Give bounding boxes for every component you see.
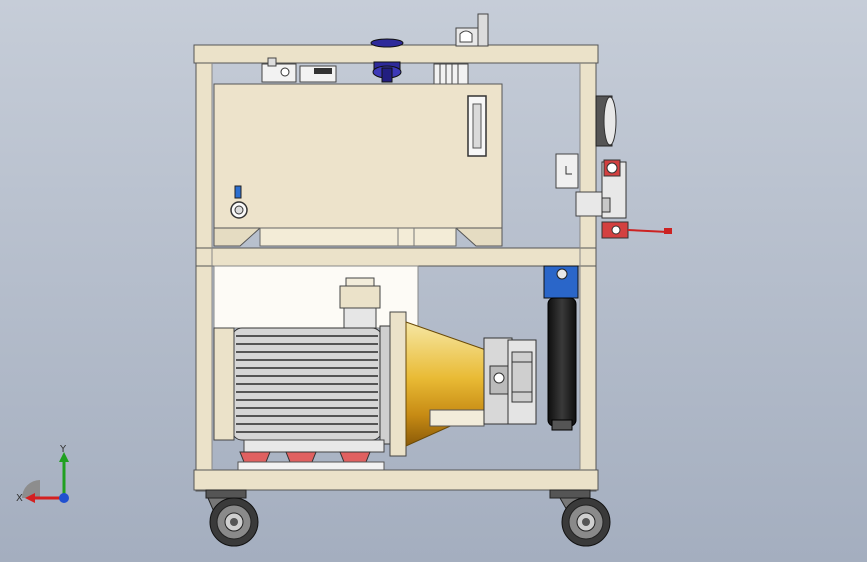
top-valve-block-left	[261, 57, 337, 83]
top-bracket	[477, 13, 489, 47]
suction-flange	[370, 38, 404, 83]
x-axis-label: X	[16, 493, 23, 504]
x-axis-head	[25, 493, 35, 503]
caster-right[interactable]	[549, 489, 611, 547]
tank-body	[213, 83, 503, 229]
top-gauge-cluster	[433, 63, 469, 85]
bell-housing[interactable]	[405, 321, 487, 447]
anti-vibration-pads	[237, 451, 385, 471]
terminal-box	[339, 285, 381, 309]
side-valve-assembly[interactable]	[555, 95, 672, 239]
filter-bowl	[547, 297, 577, 427]
electric-motor[interactable]	[213, 277, 407, 471]
y-axis-head	[59, 452, 69, 462]
frame-left-post	[195, 62, 213, 492]
caster-left[interactable]	[205, 489, 259, 547]
oil-tank[interactable]	[213, 83, 503, 247]
frame-bottom-bar	[193, 469, 599, 491]
return-filter[interactable]	[543, 265, 579, 431]
lower-bay	[213, 265, 419, 329]
cart-frame[interactable]	[193, 44, 599, 492]
z-axis-origin	[59, 493, 69, 503]
motor-cooling-fins	[236, 335, 378, 433]
hydraulic-pump[interactable]	[483, 337, 537, 425]
frame-top-bar	[193, 44, 599, 64]
frame-middle-shelf	[195, 247, 597, 267]
frame-right-post	[579, 62, 597, 492]
drain-plug	[234, 185, 242, 199]
motor-base	[243, 439, 385, 453]
orientation-triad[interactable]: Y X	[10, 440, 80, 510]
y-axis-label: Y	[59, 444, 67, 455]
top-fittings[interactable]	[261, 13, 489, 85]
